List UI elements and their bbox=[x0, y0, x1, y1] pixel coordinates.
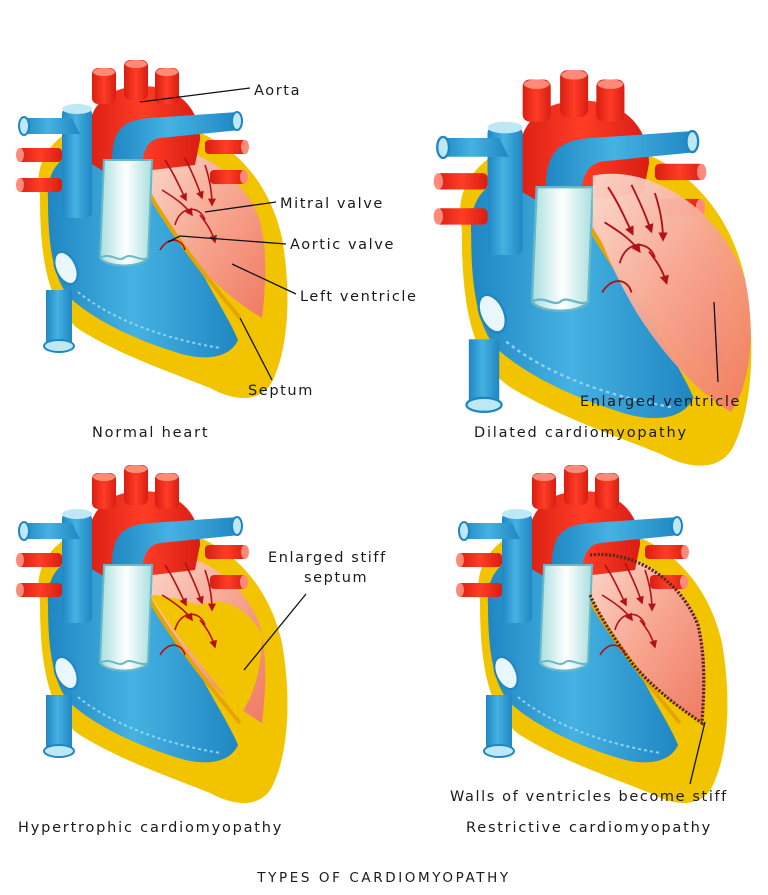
stiff-walls-leader-line bbox=[689, 721, 706, 785]
enlarged-ventricle-label: Enlarged ventricle bbox=[580, 394, 741, 410]
normal-heart-illustration bbox=[14, 58, 290, 401]
septum-label-2: septum bbox=[304, 570, 368, 586]
enlarged-stiff-label: Enlarged stiff bbox=[268, 550, 387, 566]
left-ventricle-leader-line bbox=[231, 263, 297, 295]
restrictive-caption: Restrictive cardiomyopathy bbox=[466, 820, 712, 836]
enlarged-ventricle-leader-line bbox=[713, 301, 719, 383]
mitral-valve-leader-line bbox=[204, 201, 277, 213]
aortic-valve-label: Aortic valve bbox=[290, 237, 395, 253]
panel-normal-heart: Aorta Mitral valve Aortic valve Left ven… bbox=[14, 58, 418, 441]
diagram-title: TYPES OF CARDIOMYOPATHY bbox=[256, 870, 510, 886]
aortic-valve-leader-line bbox=[167, 235, 287, 245]
left-ventricle-label: Left ventricle bbox=[300, 289, 418, 305]
panel-hypertrophic-cardiomyopathy: Enlarged stiff septum Hypertrophic cardi… bbox=[14, 463, 387, 836]
panel-dilated-cardiomyopathy: Enlarged ventricle Dilated cardiomyopath… bbox=[434, 70, 752, 465]
stiff-walls-label: Walls of ventricles become stiff bbox=[450, 789, 728, 805]
dilated-caption: Dilated cardiomyopathy bbox=[474, 425, 688, 441]
aorta-leader-line bbox=[139, 87, 251, 103]
thickened-septum bbox=[150, 595, 262, 715]
mitral-valve-label: Mitral valve bbox=[280, 196, 384, 212]
enlarged-septum-leader-line bbox=[243, 593, 307, 671]
restrictive-heart-illustration bbox=[454, 463, 730, 806]
septum-leader-line bbox=[239, 317, 273, 381]
normal-heart-caption: Normal heart bbox=[92, 425, 209, 441]
panel-restrictive-cardiomyopathy: Walls of ventricles become stiff Restric… bbox=[450, 463, 730, 836]
aorta-label: Aorta bbox=[254, 83, 301, 99]
septum-label: Septum bbox=[248, 383, 314, 399]
hypertrophic-caption: Hypertrophic cardiomyopathy bbox=[18, 820, 283, 836]
